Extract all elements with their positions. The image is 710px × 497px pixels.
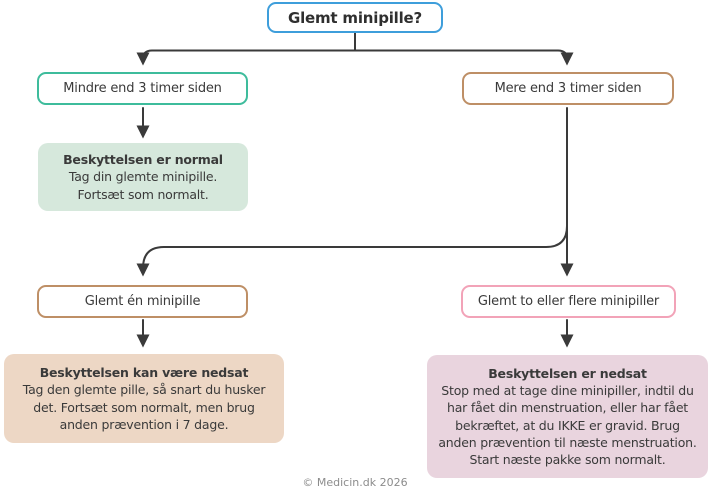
connector-title-to-more3 [354, 49, 574, 66]
outcome-protection-reduced-body: Stop med at tage dine minipiller, indtil… [438, 383, 697, 467]
outcome-protection-normal-heading: Beskyttelsen er normal [63, 152, 223, 168]
node-forgot-two-or-more-pills: Glemt to eller flere minipiller [461, 285, 676, 318]
outcome-protection-maybe-reduced: Beskyttelsen kan være nedsat Tag den gle… [4, 354, 284, 443]
outcome-protection-normal-line1: Tag din glemte minipille. [68, 169, 218, 185]
node-more-than-3-hours: Mere end 3 timer siden [462, 72, 674, 105]
connector-title-to-less3 [136, 49, 356, 66]
outcome-protection-reduced: Beskyttelsen er nedsat Stop med at tage … [427, 355, 708, 478]
outcome-protection-reduced-heading: Beskyttelsen er nedsat [488, 365, 647, 381]
node-less-than-3-hours: Mindre end 3 timer siden [37, 72, 248, 105]
copyright-footer: © Medicin.dk 2026 [0, 476, 710, 489]
copyright-text: © Medicin.dk 2026 [302, 476, 408, 489]
node-forgot-two-or-more-pills-label: Glemt to eller flere minipiller [477, 293, 660, 309]
node-forgot-one-pill-label: Glemt én minipille [84, 293, 201, 309]
outcome-protection-normal-line2: Fortsæt som normalt. [77, 186, 209, 202]
node-more-than-3-hours-label: Mere end 3 timer siden [494, 80, 642, 96]
outcome-protection-normal: Beskyttelsen er normal Tag din glemte mi… [38, 143, 248, 211]
node-less-than-3-hours-label: Mindre end 3 timer siden [63, 80, 222, 96]
title-label: Glemt minipille? [287, 8, 423, 27]
node-forgot-one-pill: Glemt én minipille [37, 285, 248, 318]
outcome-protection-maybe-reduced-heading: Beskyttelsen kan være nedsat [39, 365, 249, 380]
connector-more3-to-one [136, 225, 568, 277]
title-node: Glemt minipille? [267, 2, 443, 33]
outcome-protection-maybe-reduced-body: Tag den glemte pille, så snart du husker… [22, 382, 266, 432]
